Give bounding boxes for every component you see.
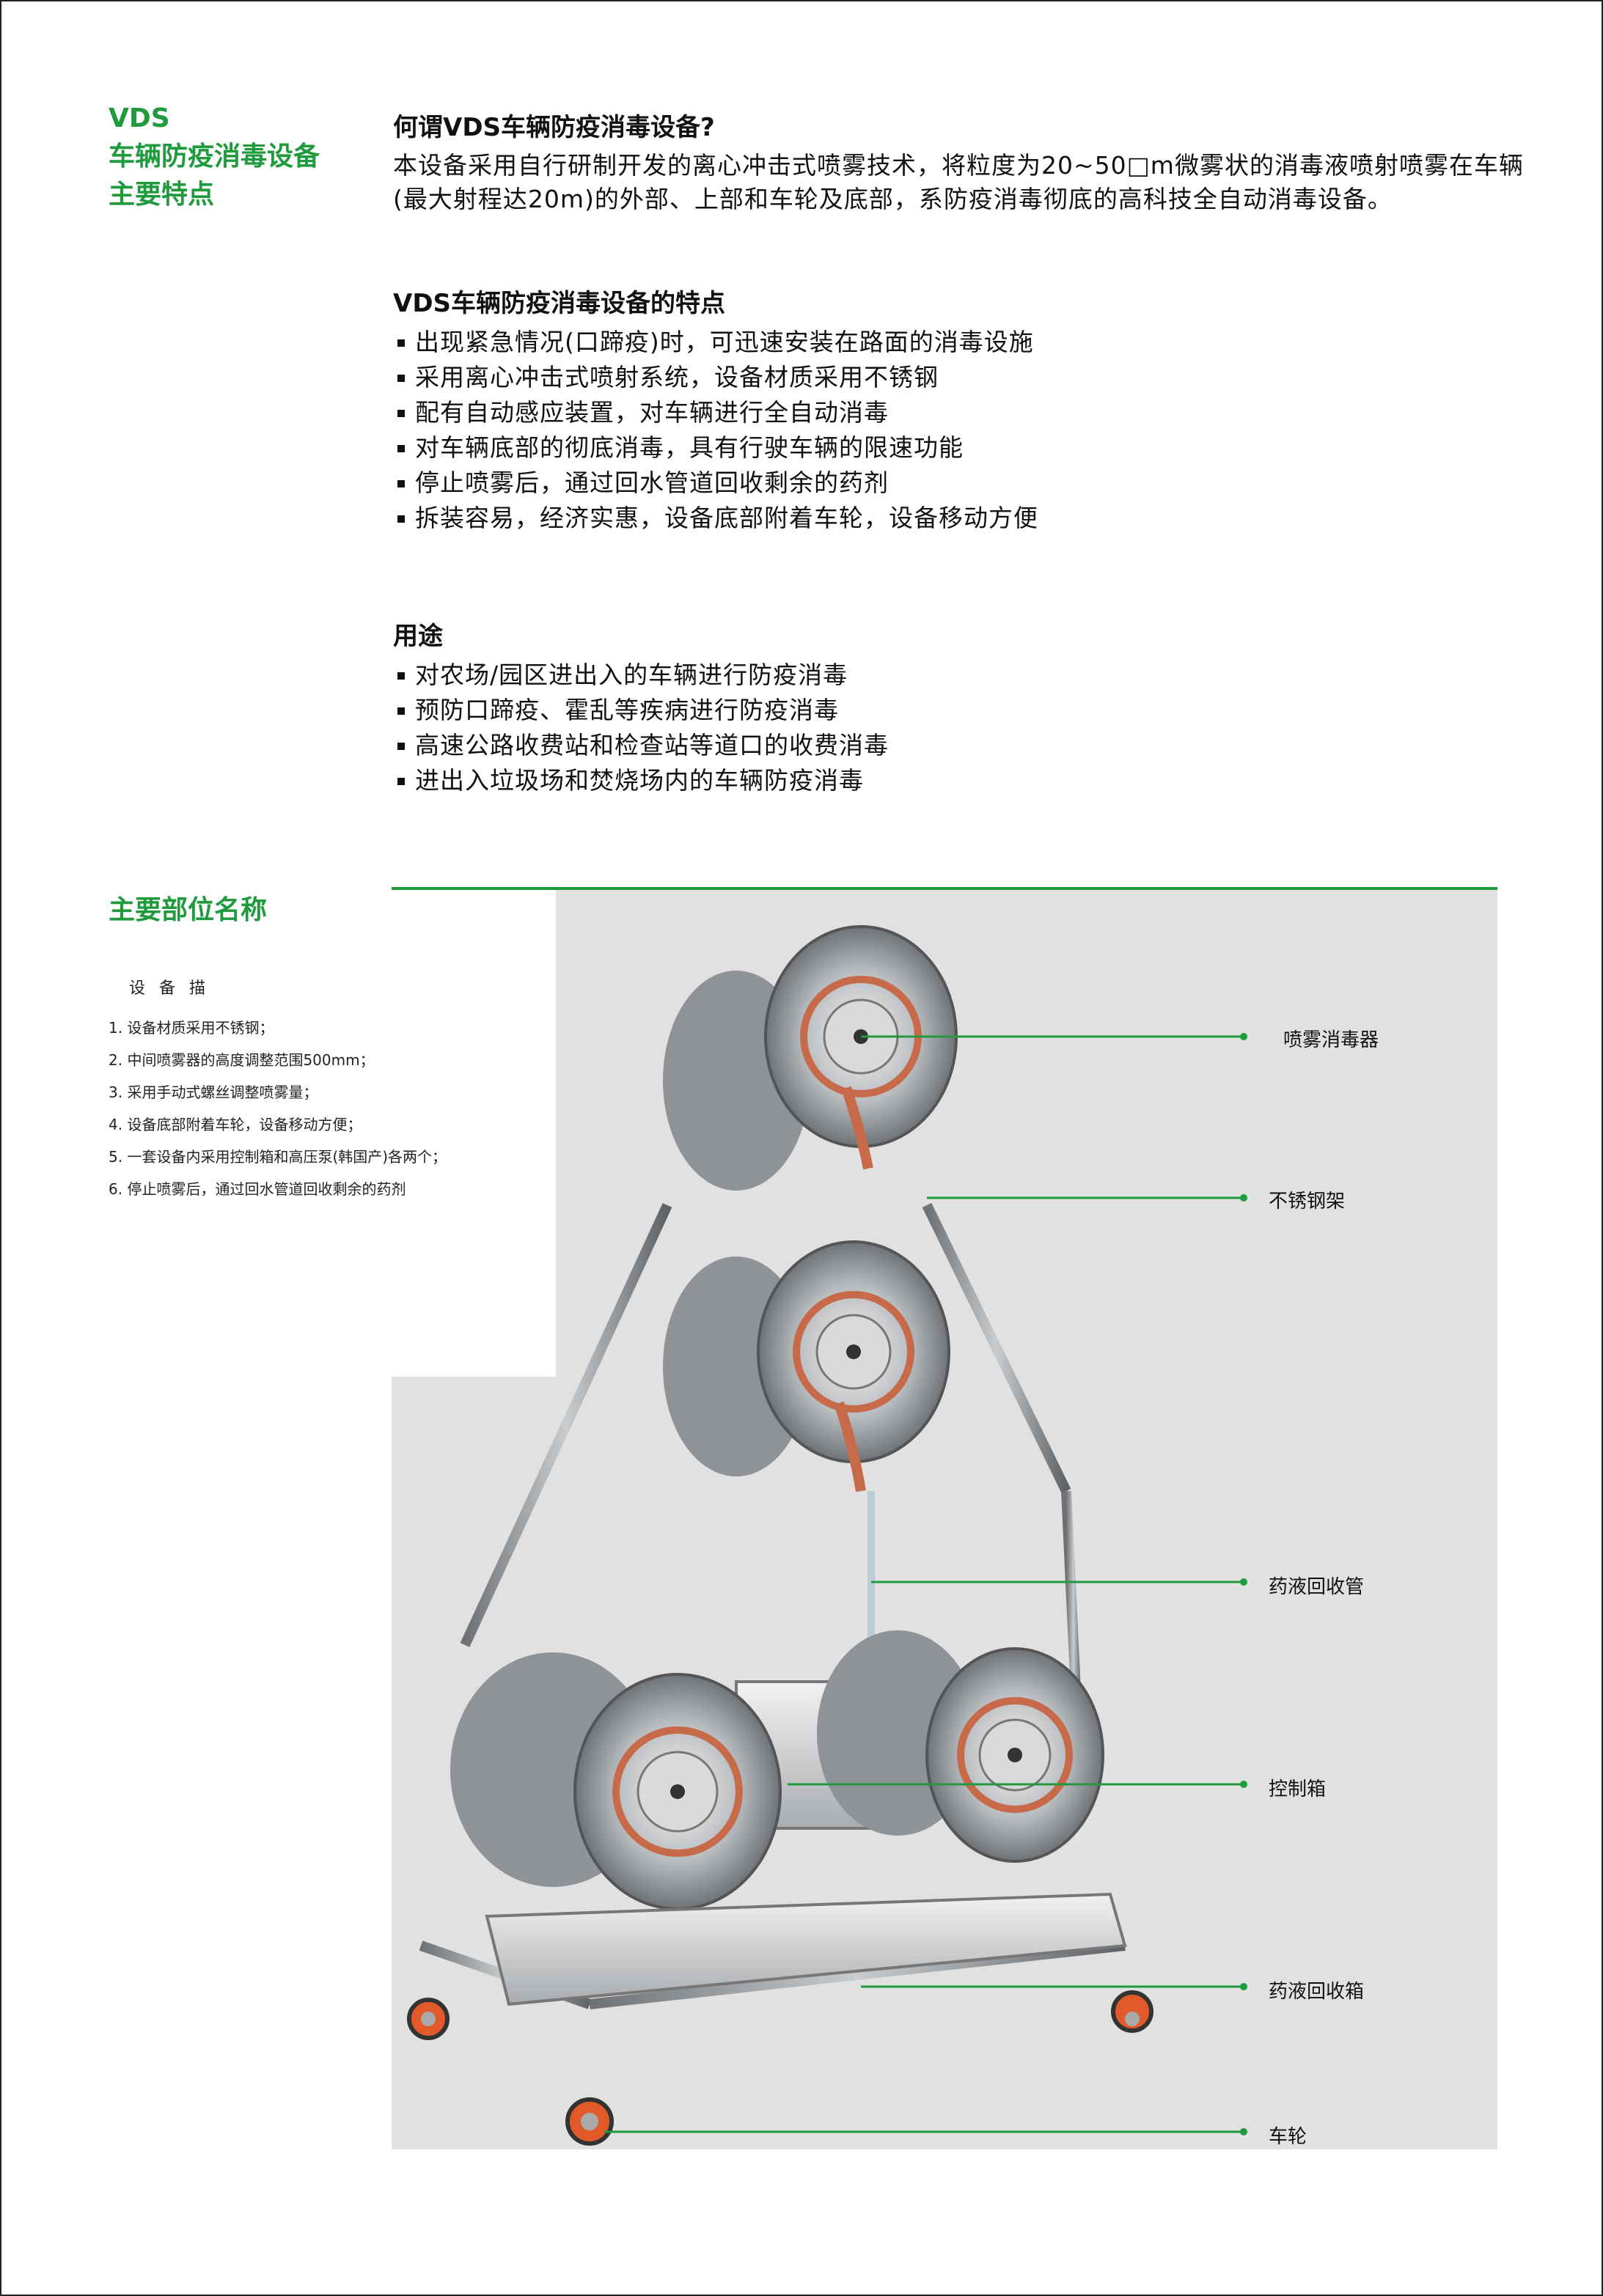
- label-return-pipe: 药液回收管: [1269, 1576, 1365, 1598]
- list-item: 采用离心冲击式喷射系统，设备材质采用不锈钢: [393, 360, 1537, 395]
- parts-title: 主要部位名称: [109, 895, 268, 925]
- section-divider: [392, 887, 1497, 890]
- list-item: 3. 采用手动式螺丝调整喷雾量；: [109, 1083, 318, 1101]
- list-item: 1. 设备材质采用不锈钢；: [109, 1019, 274, 1037]
- return-tank: [485, 1892, 1127, 2006]
- list-item: 对车辆底部的彻底消毒，具有行驶车辆的限速功能: [393, 430, 1537, 466]
- sprayer-lower-left: [450, 1652, 782, 1910]
- features-heading: VDS车辆防疫消毒设备的特点: [393, 289, 726, 318]
- label-return-tank: 药液回收箱: [1269, 1981, 1365, 2003]
- uses-heading: 用途: [393, 622, 443, 651]
- list-item: 出现紧急情况(口蹄疫)时，可迅速安装在路面的消毒设施: [393, 325, 1537, 360]
- leader-lines: [604, 1035, 1244, 2133]
- sprayer-middle: [663, 1240, 950, 1493]
- list-item: 对农场/园区进出入的车辆进行防疫消毒: [393, 658, 1537, 693]
- uses-list: 对农场/园区进出入的车辆进行防疫消毒 预防口蹄疫、霍乱等疾病进行防疫消毒 高速公…: [393, 658, 1537, 798]
- features-section: VDS车辆防疫消毒设备的特点 出现紧急情况(口蹄疫)时，可迅速安装在路面的消毒设…: [393, 283, 1537, 536]
- uses-section: 用途 对农场/园区进出入的车辆进行防疫消毒 预防口蹄疫、霍乱等疾病进行防疫消毒 …: [393, 616, 1537, 798]
- features-list: 出现紧急情况(口蹄疫)时，可迅速安装在路面的消毒设施 采用离心冲击式喷射系统，设…: [393, 325, 1537, 536]
- equipment-illustration: [407, 925, 1247, 2146]
- leader-dots: [1240, 1033, 1247, 2135]
- description-section: 设 备 描 1. 设备材质采用不锈钢； 2. 中间喷雾器的高度调整范围500mm…: [109, 975, 549, 1205]
- list-item: 5. 一套设备内采用控制箱和高压泵(韩国产)各两个；: [109, 1148, 447, 1166]
- label-control-box: 控制箱: [1269, 1778, 1327, 1800]
- side-title: VDS 车辆防疫消毒设备 主要特点: [109, 100, 373, 214]
- side-title-line1: VDS: [109, 103, 170, 133]
- intro-text: 本设备采用自行研制开发的离心冲击式喷雾技术，将粒度为20~50□m微雾状的消毒液…: [393, 151, 1524, 213]
- intro-section: 何谓VDS车辆防疫消毒设备? 本设备采用自行研制开发的离心冲击式喷雾技术，将粒度…: [393, 107, 1537, 216]
- list-item: 拆装容易，经济实惠，设备底部附着车轮，设备移动方便: [393, 501, 1537, 536]
- list-item: 停止喷雾后，通过回水管道回收剩余的药剂: [393, 466, 1537, 501]
- list-item: 2. 中间喷雾器的高度调整范围500mm；: [109, 1051, 375, 1069]
- label-wheel: 车轮: [1269, 2126, 1307, 2148]
- list-item: 预防口蹄疫、霍乱等疾病进行防疫消毒: [393, 693, 1537, 728]
- description-heading: 设 备 描: [129, 979, 210, 998]
- wheels: [407, 1990, 1153, 2146]
- list-item: 配有自动感应装置，对车辆进行全自动消毒: [393, 395, 1537, 430]
- description-list: 1. 设备材质采用不锈钢； 2. 中间喷雾器的高度调整范围500mm； 3. 采…: [109, 1012, 549, 1205]
- side-title-line2: 车辆防疫消毒设备: [109, 141, 320, 172]
- list-item: 进出入垃圾场和焚烧场内的车辆防疫消毒: [393, 763, 1537, 798]
- intro-heading: 何谓VDS车辆防疫消毒设备?: [393, 113, 715, 142]
- sprayer-top: [663, 925, 958, 1191]
- list-item: 高速公路收费站和检查站等道口的收费消毒: [393, 728, 1537, 763]
- label-frame: 不锈钢架: [1269, 1191, 1346, 1213]
- list-item: 6. 停止喷雾后，通过回水管道回收剩余的药剂: [109, 1180, 406, 1198]
- label-sprayer: 喷雾消毒器: [1283, 1029, 1379, 1051]
- list-item: 4. 设备底部附着车轮，设备移动方便；: [109, 1116, 362, 1133]
- side-title-line3: 主要特点: [109, 180, 215, 210]
